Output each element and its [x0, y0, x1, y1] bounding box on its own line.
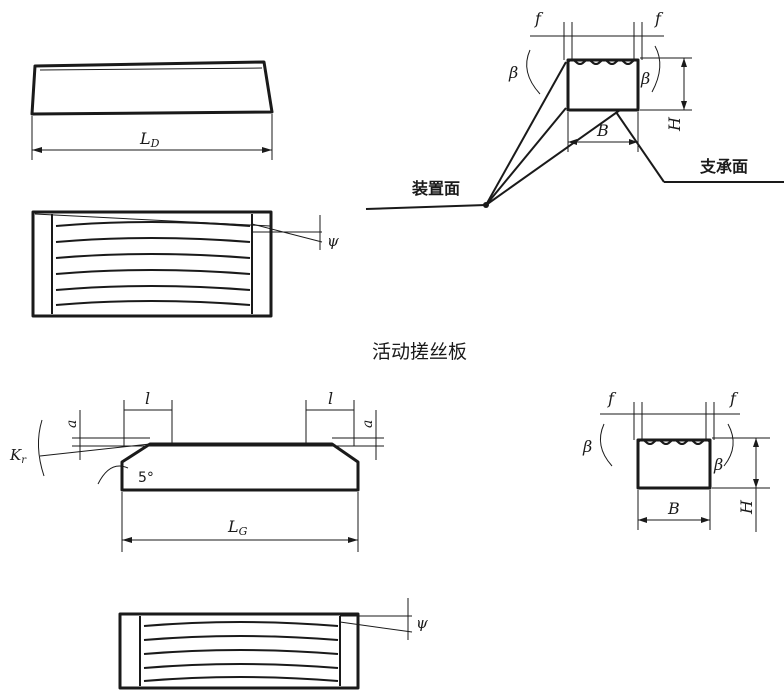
kr-line — [39, 443, 151, 457]
a-label-right: a — [360, 420, 376, 428]
b-label-top: B — [596, 121, 609, 140]
psi-line — [251, 223, 323, 243]
thread-groove — [143, 649, 339, 655]
thread-profile — [637, 439, 711, 445]
a-label-left: a — [64, 420, 80, 428]
lg-arrow-left — [122, 537, 132, 543]
movable-plate-section: f f β β H B — [582, 389, 770, 532]
beta-label-left-2: β — [582, 437, 592, 456]
lg-label: LG — [227, 517, 248, 538]
kr-label: Kr — [9, 446, 27, 466]
thread-groove — [143, 676, 339, 682]
thread-groove — [143, 621, 339, 627]
f-label-left: f — [534, 9, 544, 28]
h-arrow-bottom — [681, 101, 687, 110]
movable-plate-caption: 活动搓丝板 — [372, 341, 467, 363]
beta-label-right-2: β — [713, 455, 723, 474]
beta-label-left: β — [508, 63, 518, 82]
thread-groove — [55, 285, 251, 291]
l-label-right: l — [328, 389, 333, 408]
b-arrow-right — [629, 139, 638, 145]
fixed-plate-top-view: ψ — [31, 210, 339, 318]
leader-mount-2 — [485, 107, 567, 206]
beta-arc-left — [599, 423, 613, 467]
mount-baseline — [365, 204, 487, 210]
h-arrow-top — [753, 438, 759, 447]
movable-section-outline — [636, 438, 712, 490]
fixed-plate-outline — [30, 60, 274, 116]
movable-plate-side-view: l l a a Kr 5° LG — [9, 389, 384, 552]
fixed-section-outline — [566, 58, 640, 112]
thread-profile — [567, 59, 639, 65]
beta-arc-right — [723, 423, 734, 467]
psi-label-top: ψ — [327, 232, 339, 250]
lg-arrow-right — [348, 537, 358, 543]
movable-plate-outline — [120, 442, 360, 492]
f-label-left-2: f — [607, 389, 617, 408]
fixed-plate-side-view: LD — [30, 60, 274, 160]
five-degree-arc — [97, 465, 129, 485]
leader-dot — [483, 202, 489, 208]
h-label-top: H — [665, 116, 684, 132]
l-label-left: l — [145, 389, 150, 408]
movable-plate-top-outline — [118, 612, 360, 690]
thread-groove — [55, 300, 251, 306]
kr-arc — [38, 419, 45, 477]
thread-groove — [55, 269, 251, 275]
thread-groove — [55, 221, 251, 227]
ld-label: LD — [139, 129, 160, 150]
beta-arc-right — [651, 45, 661, 93]
thread-groove — [143, 635, 339, 641]
b-arrow-left — [638, 517, 647, 523]
f-label-right: f — [654, 9, 664, 28]
h-arrow-top — [681, 58, 687, 67]
fixed-plate-top-edge — [39, 67, 263, 71]
b-label-bottom: B — [667, 499, 680, 518]
thread-direction-line — [34, 213, 271, 227]
ld-arrow-right — [262, 147, 272, 153]
beta-arc-left — [526, 49, 541, 95]
leader-mount-1 — [485, 61, 567, 206]
beta-label-right: β — [640, 69, 650, 88]
fixed-plate-top-outline — [31, 210, 273, 318]
b-arrow-right — [701, 517, 710, 523]
bearing-face-label: 支承面 — [699, 157, 748, 176]
thread-groove — [55, 253, 251, 259]
b-arrow-left — [568, 139, 577, 145]
mounting-face-label: 装置面 — [411, 179, 460, 198]
thread-groove — [55, 237, 251, 243]
thread-groove — [143, 663, 339, 669]
movable-plate-top-view: ψ — [118, 598, 428, 690]
h-arrow-bottom — [753, 479, 759, 488]
leader-bearing — [615, 111, 665, 183]
five-degree-label: 5° — [138, 470, 154, 486]
fixed-plate-section: f f β β H B 装置面 支承面 — [365, 9, 784, 210]
ld-arrow-left — [32, 147, 42, 153]
psi-line — [339, 621, 413, 633]
h-label-bottom: H — [737, 499, 756, 515]
psi-label-bottom: ψ — [416, 614, 428, 632]
leader-mount-3 — [485, 109, 621, 206]
f-label-right-2: f — [729, 389, 739, 408]
